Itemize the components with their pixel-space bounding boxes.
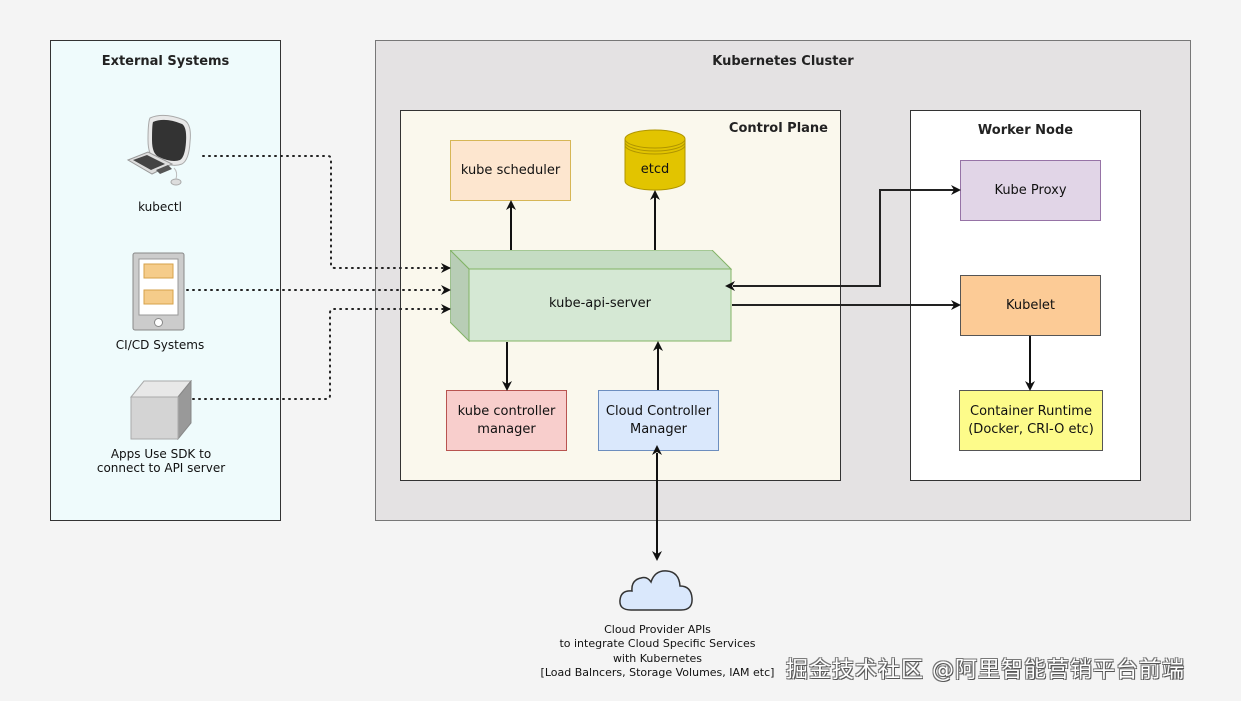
watermark-text: 掘金技术社区 @阿里智能营销平台前端 — [786, 658, 1185, 683]
kubectl-label: kubectl — [138, 200, 182, 214]
cloud-icon — [619, 570, 693, 611]
control-plane-title: Control Plane — [728, 121, 828, 136]
kube-controller-manager-box[interactable]: kube controller manager — [446, 390, 567, 451]
tablet-icon — [132, 252, 185, 331]
kube-api-server-label: kube-api-server — [549, 296, 651, 311]
kube-scheduler-box[interactable]: kube scheduler — [450, 140, 571, 201]
kubernetes-cluster-title: Kubernetes Cluster — [712, 54, 854, 69]
api-server-3d-shape — [448, 248, 733, 343]
cloud-controller-manager-line1: Cloud Controller — [605, 403, 712, 419]
kube-proxy-label: Kube Proxy — [994, 182, 1067, 198]
kubectl-client[interactable]: kubectl — [120, 112, 200, 222]
cloud-provider-label-line3: with Kubernetes — [612, 652, 703, 665]
etcd-database[interactable]: etcd — [624, 129, 686, 191]
kube-scheduler-label: kube scheduler — [460, 162, 561, 178]
kube-controller-manager-line2: manager — [477, 421, 536, 437]
kube-controller-manager-line1: kube controller — [457, 403, 556, 419]
container-runtime-line1: Container Runtime — [970, 403, 1092, 419]
sdk-apps-label-line2: connect to API server — [96, 461, 226, 475]
kubelet-box[interactable]: Kubelet — [960, 275, 1101, 336]
sdk-apps-client[interactable]: Apps Use SDK to connect to API server — [97, 379, 225, 480]
cloud-provider-label-line1: Cloud Provider APIs — [604, 623, 711, 636]
cicd-label: CI/CD Systems — [115, 338, 205, 352]
etcd-label: etcd — [640, 162, 670, 177]
cloud-controller-manager-line2: Manager — [630, 421, 687, 437]
kube-api-server-box[interactable]: kube-api-server — [448, 248, 733, 343]
cube-icon — [129, 379, 193, 441]
kubelet-label: Kubelet — [1005, 297, 1056, 313]
database-cylinder-icon — [624, 129, 686, 191]
external-systems-title: External Systems — [101, 54, 230, 69]
desktop-computer-icon — [126, 114, 191, 186]
cloud-provider[interactable] — [617, 562, 697, 614]
sdk-apps-label-line1: Apps Use SDK to — [110, 447, 212, 461]
kube-proxy-box[interactable]: Kube Proxy — [960, 160, 1101, 221]
cicd-client[interactable]: CI/CD Systems — [116, 252, 204, 362]
container-runtime-line2: (Docker, CRI-O etc) — [968, 421, 1094, 437]
worker-node-title: Worker Node — [977, 123, 1074, 138]
cloud-controller-manager-box[interactable]: Cloud Controller Manager — [598, 390, 719, 451]
cloud-provider-label-line4: [Load Balncers, Storage Volumes, IAM etc… — [540, 666, 775, 679]
container-runtime-box[interactable]: Container Runtime (Docker, CRI-O etc) — [959, 390, 1103, 451]
cloud-provider-label-line2: to integrate Cloud Specific Services — [559, 637, 756, 650]
